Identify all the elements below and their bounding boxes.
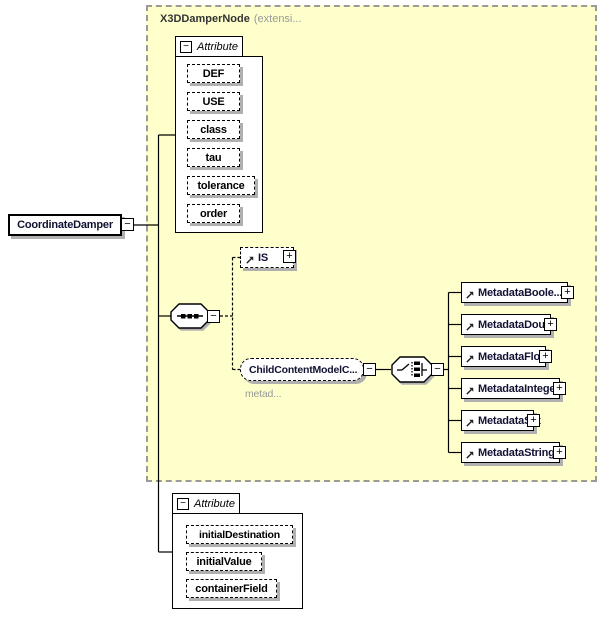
element-is[interactable]: IS + [240,247,296,268]
collapse-icon[interactable]: − [180,40,192,53]
attribute-order[interactable]: order [187,204,240,223]
attribute-group-top-header[interactable]: − Attribute [175,36,243,57]
element-metadataset-label: MetadataSet [478,414,541,427]
expand-toggle-metadatafloat[interactable]: + [539,350,552,363]
element-childcontentmodel-label: ChildContentModelC... [249,363,358,376]
attribute-group-bottom-header[interactable]: − Attribute [172,493,240,514]
element-metadatainteger[interactable]: MetadataInteger + [461,378,566,399]
attribute-class[interactable]: class [187,120,240,139]
element-metadatastring-label: MetadataString [478,446,555,459]
element-metadataboolean-label: MetadataBoole... [478,286,563,299]
reference-arrow-icon [466,419,474,427]
sequence-indicator[interactable] [170,303,210,329]
attribute-initialdestination[interactable]: initialDestination [186,525,293,544]
choice-icon [397,361,427,377]
collapse-toggle-coordinatedamper[interactable]: − [121,218,134,231]
attribute-group-label: Attribute [197,40,238,53]
element-metadataboolean[interactable]: MetadataBoole... + [461,282,574,303]
attribute-class-label: class [200,123,227,136]
expand-toggle-metadataboolean[interactable]: + [561,286,574,299]
collapse-icon[interactable]: − [177,497,189,510]
attribute-tolerance[interactable]: tolerance [187,176,255,195]
attribute-tolerance-label: tolerance [197,179,245,192]
element-metadatastring[interactable]: MetadataString + [461,442,566,463]
attribute-tau-label: tau [205,151,222,164]
attribute-initialdestination-label: initialDestination [199,528,280,541]
reference-arrow-icon [246,256,254,264]
attribute-def-label: DEF [202,67,225,80]
element-coordinatedamper[interactable]: CoordinateDamper [8,214,122,236]
attribute-use[interactable]: USE [187,92,240,111]
reference-arrow-icon [466,323,474,331]
element-coordinatedamper-label: CoordinateDamper [17,219,113,231]
reference-arrow-icon [466,355,474,363]
attribute-group-top-body [175,56,263,233]
element-metadatafloat-label: MetadataFloat [478,350,550,363]
sequence-icon [177,314,203,319]
reference-arrow-icon [466,451,474,459]
reference-arrow-icon [466,291,474,299]
attribute-containerfield-label: containerField [195,582,268,595]
attribute-initialvalue[interactable]: initialValue [186,552,262,571]
attribute-tau[interactable]: tau [187,148,240,167]
expand-toggle-metadatainteger[interactable]: + [553,382,566,395]
attribute-use-label: USE [202,95,225,108]
attribute-def[interactable]: DEF [187,64,240,83]
element-is-label: IS [258,251,268,264]
expand-toggle-metadatadouble[interactable]: + [544,318,557,331]
childcontentmodel-annotation: metad... [245,388,282,400]
collapse-toggle-sequence[interactable]: − [207,310,220,323]
element-metadataset[interactable]: MetadataSet + [461,410,541,431]
element-metadatadouble-label: MetadataDou... [478,318,554,331]
attribute-order-label: order [199,207,228,220]
element-metadatadouble[interactable]: MetadataDou... + [461,314,557,335]
collapse-toggle-choice[interactable]: − [431,363,444,376]
group-title-suffix: (extensi... [253,13,302,25]
group-title: X3DDamperNode(extensi... [160,13,302,25]
element-childcontentmodel[interactable]: ChildContentModelC... [240,358,364,381]
element-metadatainteger-label: MetadataInteger [478,382,560,395]
reference-arrow-icon [466,387,474,395]
choice-indicator[interactable] [391,356,433,383]
expand-toggle-is[interactable]: + [283,250,296,263]
attribute-group-label: Attribute [194,497,235,510]
attribute-containerfield[interactable]: containerField [186,579,277,598]
element-metadatafloat[interactable]: MetadataFloat + [461,346,552,367]
attribute-initialvalue-label: initialValue [196,555,252,568]
expand-toggle-metadataset[interactable]: + [527,414,540,427]
collapse-toggle-childcontentmodel[interactable]: − [363,363,376,376]
group-title-name: X3DDamperNode [160,13,250,25]
expand-toggle-metadatastring[interactable]: + [553,446,566,459]
